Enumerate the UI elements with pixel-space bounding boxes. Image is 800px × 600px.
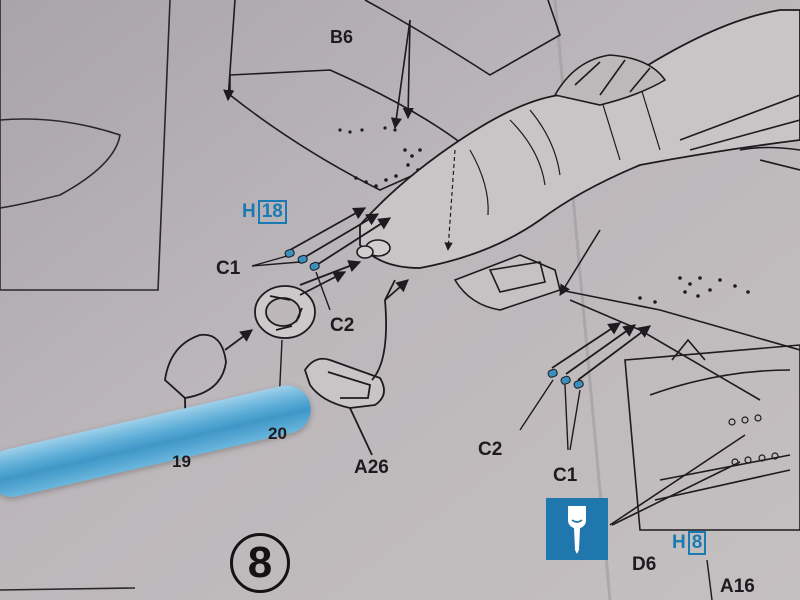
part-label-h18-number: 18 [257, 200, 287, 224]
fuselage-detail-lines [444, 84, 661, 251]
part-label-partial-19: 19 [172, 452, 191, 471]
assembly-arrows [224, 207, 652, 381]
part-label-h18-prefix: H [242, 201, 256, 222]
part-label-h8-prefix: H [672, 532, 686, 553]
left-panel-outlines [0, 0, 171, 591]
air-scoop-part [304, 279, 396, 456]
step-number-circle: 8 [230, 533, 290, 593]
right-wing [679, 94, 800, 171]
part-label-b6: B6 [330, 27, 354, 47]
part-label-d6: D6 [632, 554, 657, 575]
part-label-a16: A16 [720, 576, 755, 597]
small-peg-parts [284, 248, 584, 389]
lower-wing-dots [638, 276, 750, 304]
belly-scoop [453, 254, 561, 311]
part-label-partial-20: 20 [268, 424, 287, 443]
propeller-shaft [356, 239, 391, 259]
upper-wing-fragment [364, 0, 561, 130]
drill-hole-badge [546, 498, 608, 560]
part-label-c1-left: C1 [216, 258, 241, 279]
fuselage [359, 9, 800, 269]
part-label-a26: A26 [354, 457, 389, 478]
detail-inset-box [609, 338, 800, 531]
part-label-c1-right: C1 [553, 465, 578, 486]
cockpit-canopy [553, 54, 667, 106]
part-label-c2-mid: C2 [330, 315, 355, 336]
left-wing [223, 0, 472, 191]
drill-bit-icon [568, 506, 586, 554]
propeller-hub-part [254, 285, 316, 339]
inset-holes [728, 414, 779, 466]
part-label-c2-right: C2 [478, 439, 503, 460]
step-number: 8 [247, 538, 273, 587]
part-label-h8-number: 8 [687, 531, 707, 555]
